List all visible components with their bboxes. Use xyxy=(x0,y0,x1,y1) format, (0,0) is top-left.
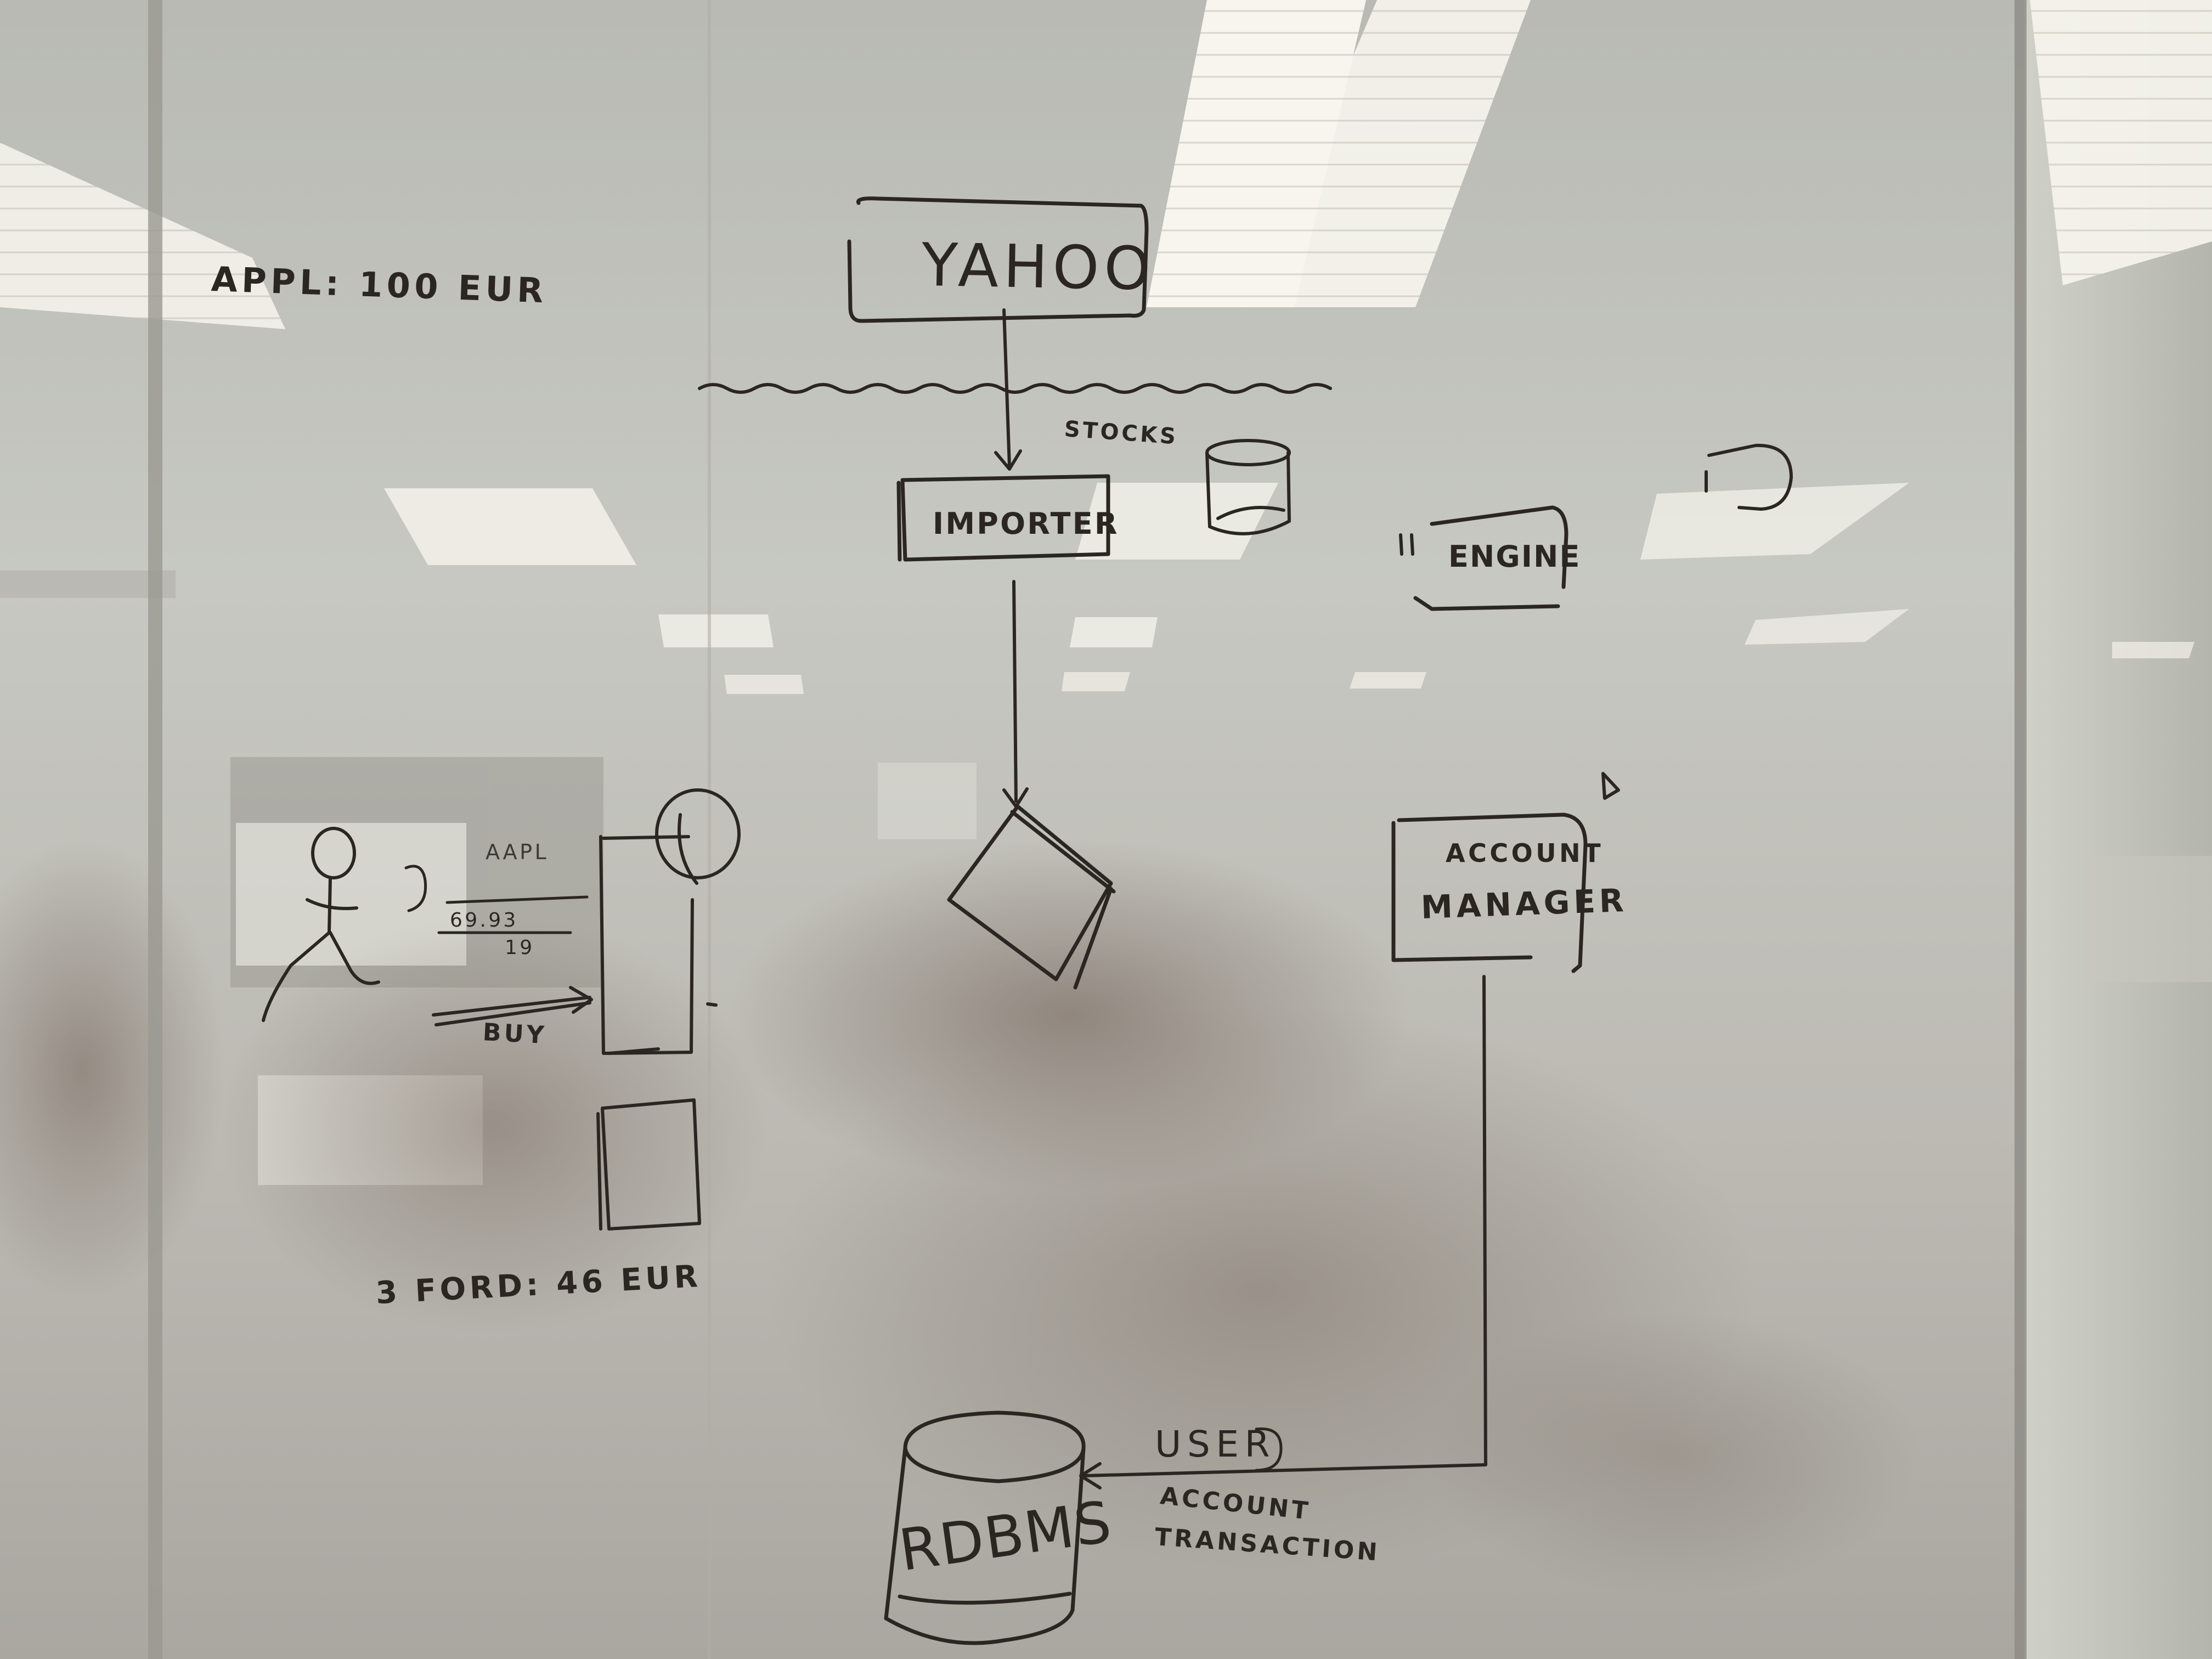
yahoo-label: YAHOO xyxy=(921,231,1156,304)
buy-arrow xyxy=(432,986,593,1026)
buy-label: BUY xyxy=(482,1018,548,1050)
account-manager-label-line-2: MANAGER xyxy=(1420,881,1628,926)
account-manager-label-line-1: ACCOUNT xyxy=(1446,838,1604,868)
yahoo-box xyxy=(847,196,1149,323)
db-table-user: USER xyxy=(1155,1423,1276,1465)
stocks-storage-icon xyxy=(1205,439,1291,535)
price-quote-sketch xyxy=(404,865,589,934)
arrow-account-manager-to-rdbms xyxy=(1079,975,1487,1489)
engine-box xyxy=(1413,505,1568,611)
diamond-node xyxy=(947,804,1116,990)
engine-label: ENGINE xyxy=(1448,539,1581,574)
user-label-scribble xyxy=(1255,1427,1283,1472)
importer-box xyxy=(896,474,1110,562)
importer-label: IMPORTER xyxy=(933,506,1119,541)
symbol-label: AAPL xyxy=(486,840,549,864)
second-stack-box xyxy=(596,1098,701,1231)
arrow-yahoo-to-importer xyxy=(994,308,1022,471)
arrow-importer-to-diamond xyxy=(1002,580,1029,808)
app-stack-sketch xyxy=(599,788,741,1055)
account-manager-box xyxy=(1391,812,1588,973)
triangle-mark xyxy=(1601,772,1620,800)
doodle-mark xyxy=(1705,443,1793,511)
ceiling-lights xyxy=(0,0,2212,694)
price-label-a: 69.93 xyxy=(450,909,518,932)
engine-bracket xyxy=(1399,533,1414,556)
glass-panel-joints xyxy=(148,0,2027,1659)
wavy-boundary-line xyxy=(698,383,1332,394)
rdbms-cylinder xyxy=(884,1410,1086,1645)
price-label-b: 19 xyxy=(505,936,535,959)
user-stick-figure-icon xyxy=(262,827,380,1022)
